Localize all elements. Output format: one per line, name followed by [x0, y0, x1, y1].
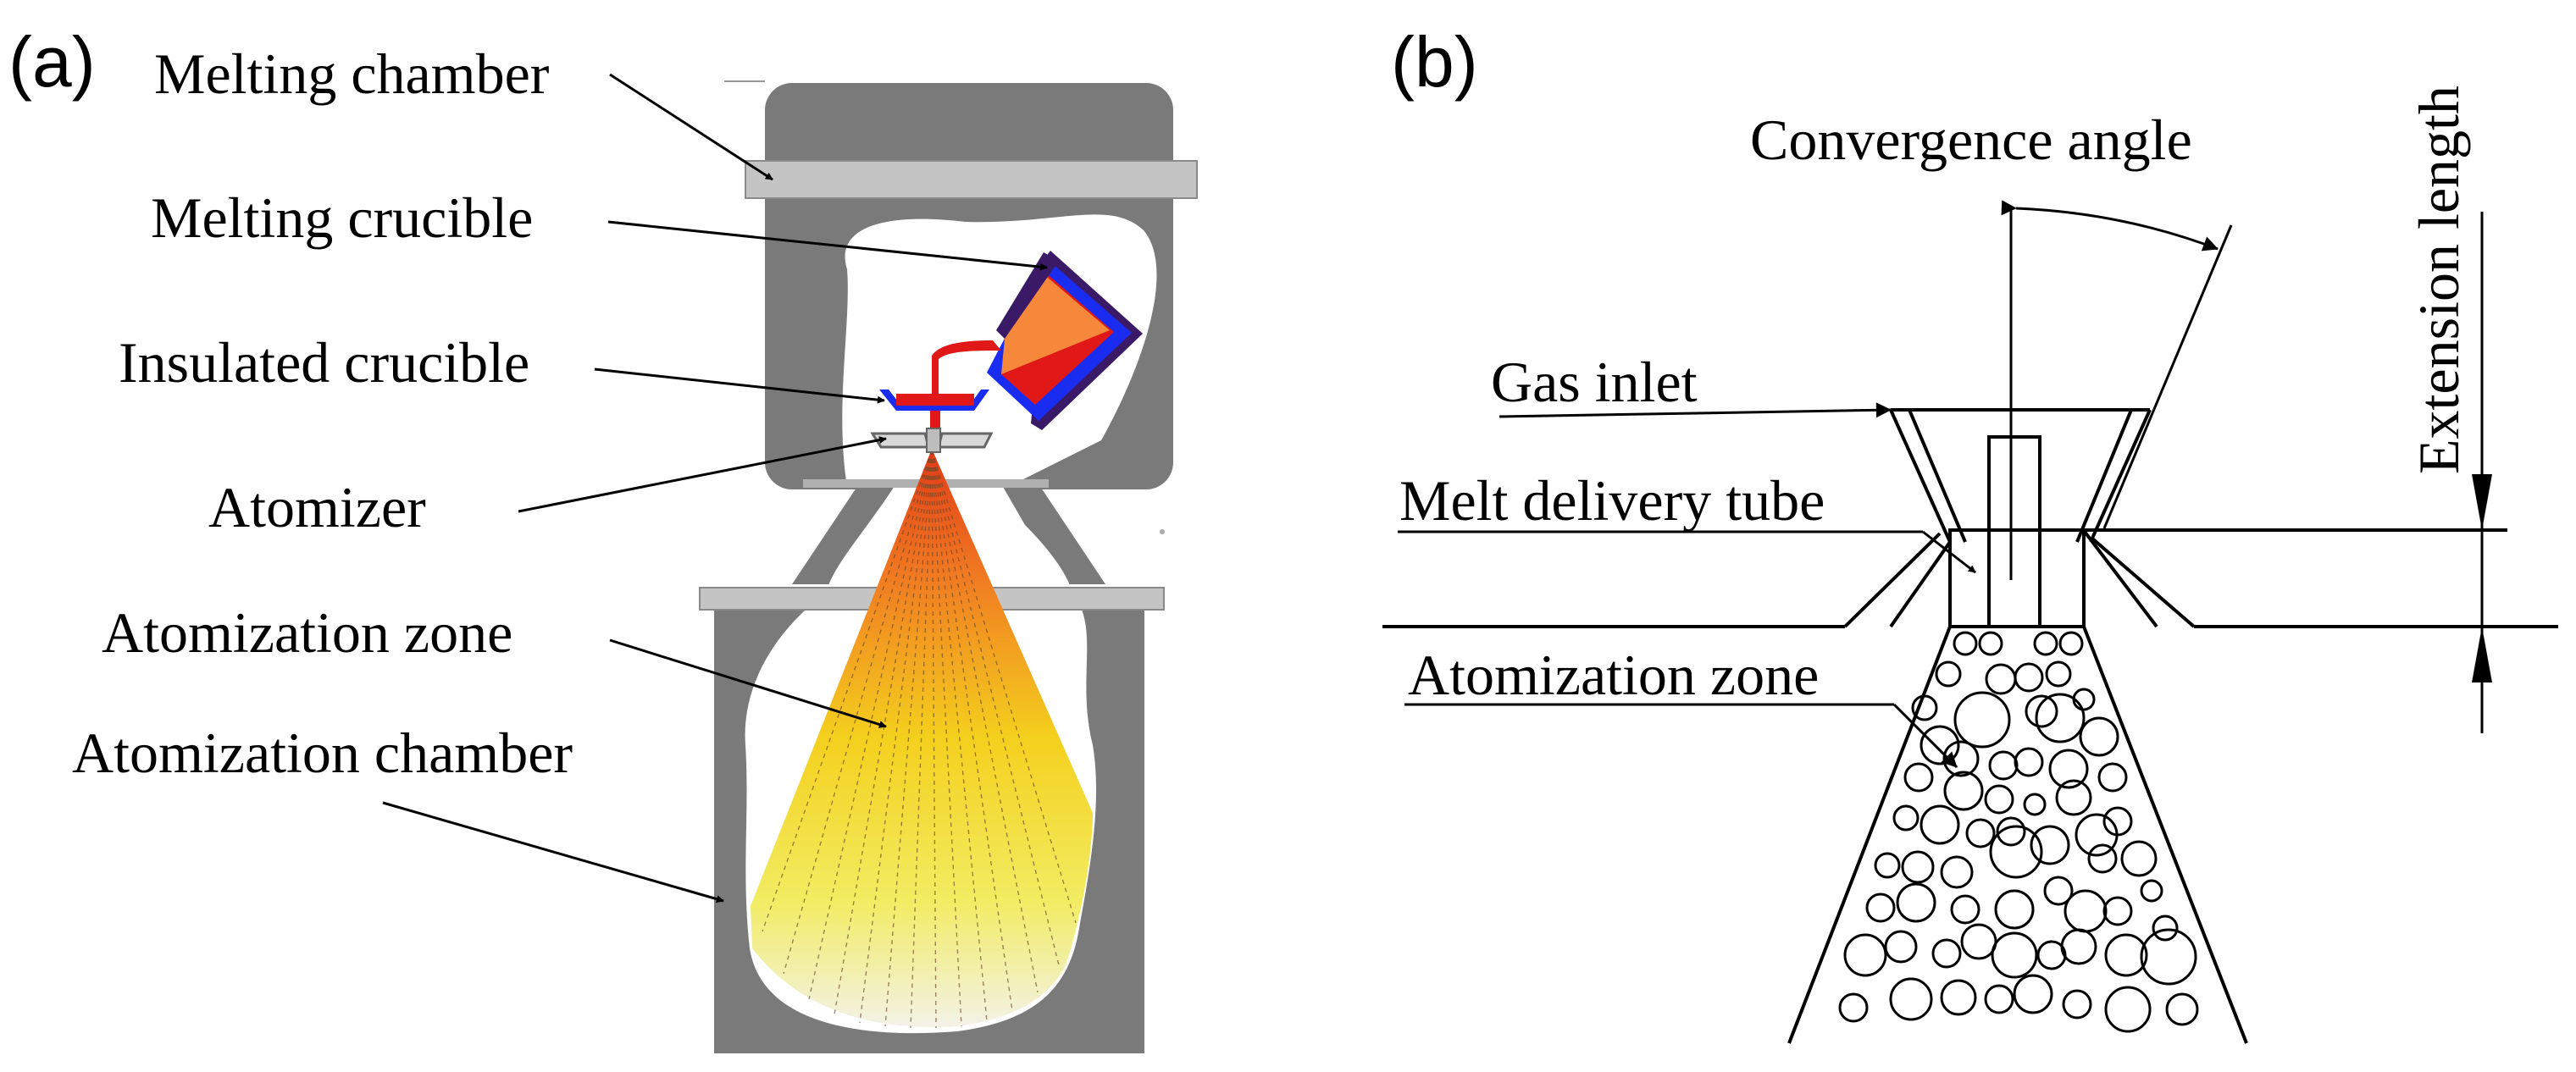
gas-inlet-label: Gas inlet	[1491, 350, 1698, 414]
melt-delivery-tube-label: Melt delivery tube	[1399, 468, 1825, 533]
leader-lines-b	[1398, 402, 1976, 769]
panel-b-tag: (b)	[1391, 22, 1478, 102]
extension-length-arrow-top	[2472, 474, 2492, 530]
atomization-chamber-label: Atomization chamber	[72, 721, 573, 785]
atomization-plume	[751, 449, 1093, 1028]
panel-a-tag: (a)	[8, 22, 96, 102]
atomization-zone-label-b: Atomization zone	[1408, 643, 1819, 707]
atomizer-label: Atomizer	[208, 475, 426, 539]
plate-right-slant	[2091, 537, 2196, 628]
plume-streamlines	[762, 450, 1077, 1029]
panel-a: (a)	[8, 22, 1198, 1053]
convergence-angle-label: Convergence angle	[1750, 108, 2192, 172]
jet-angle-line	[2102, 224, 2233, 529]
atomization-zone-label-a: Atomization zone	[102, 600, 512, 665]
extension-length-label: Extension length	[2407, 86, 2471, 474]
gas-nozzle	[1889, 408, 2158, 628]
melting-chamber-label: Melting chamber	[154, 41, 550, 106]
melt-delivery-tube	[1948, 435, 2086, 628]
plate-left-slant	[1843, 532, 1942, 628]
extension-length-arrow-bottom	[2472, 627, 2492, 682]
melting-crucible-label: Melting crucible	[151, 185, 533, 250]
top-flange	[745, 160, 1198, 199]
panel-b: (b) Extension leng	[1382, 22, 2558, 1044]
leader-lines-a	[382, 73, 1048, 903]
melting-crucible	[987, 251, 1143, 430]
droplets	[1838, 631, 2199, 1033]
insulated-crucible-label: Insulated crucible	[119, 330, 529, 395]
pour-stream	[932, 340, 1001, 402]
convergence-angle-arc	[2001, 200, 2219, 251]
cone-right-edge	[2082, 626, 2248, 1044]
small-dot	[1160, 529, 1165, 534]
